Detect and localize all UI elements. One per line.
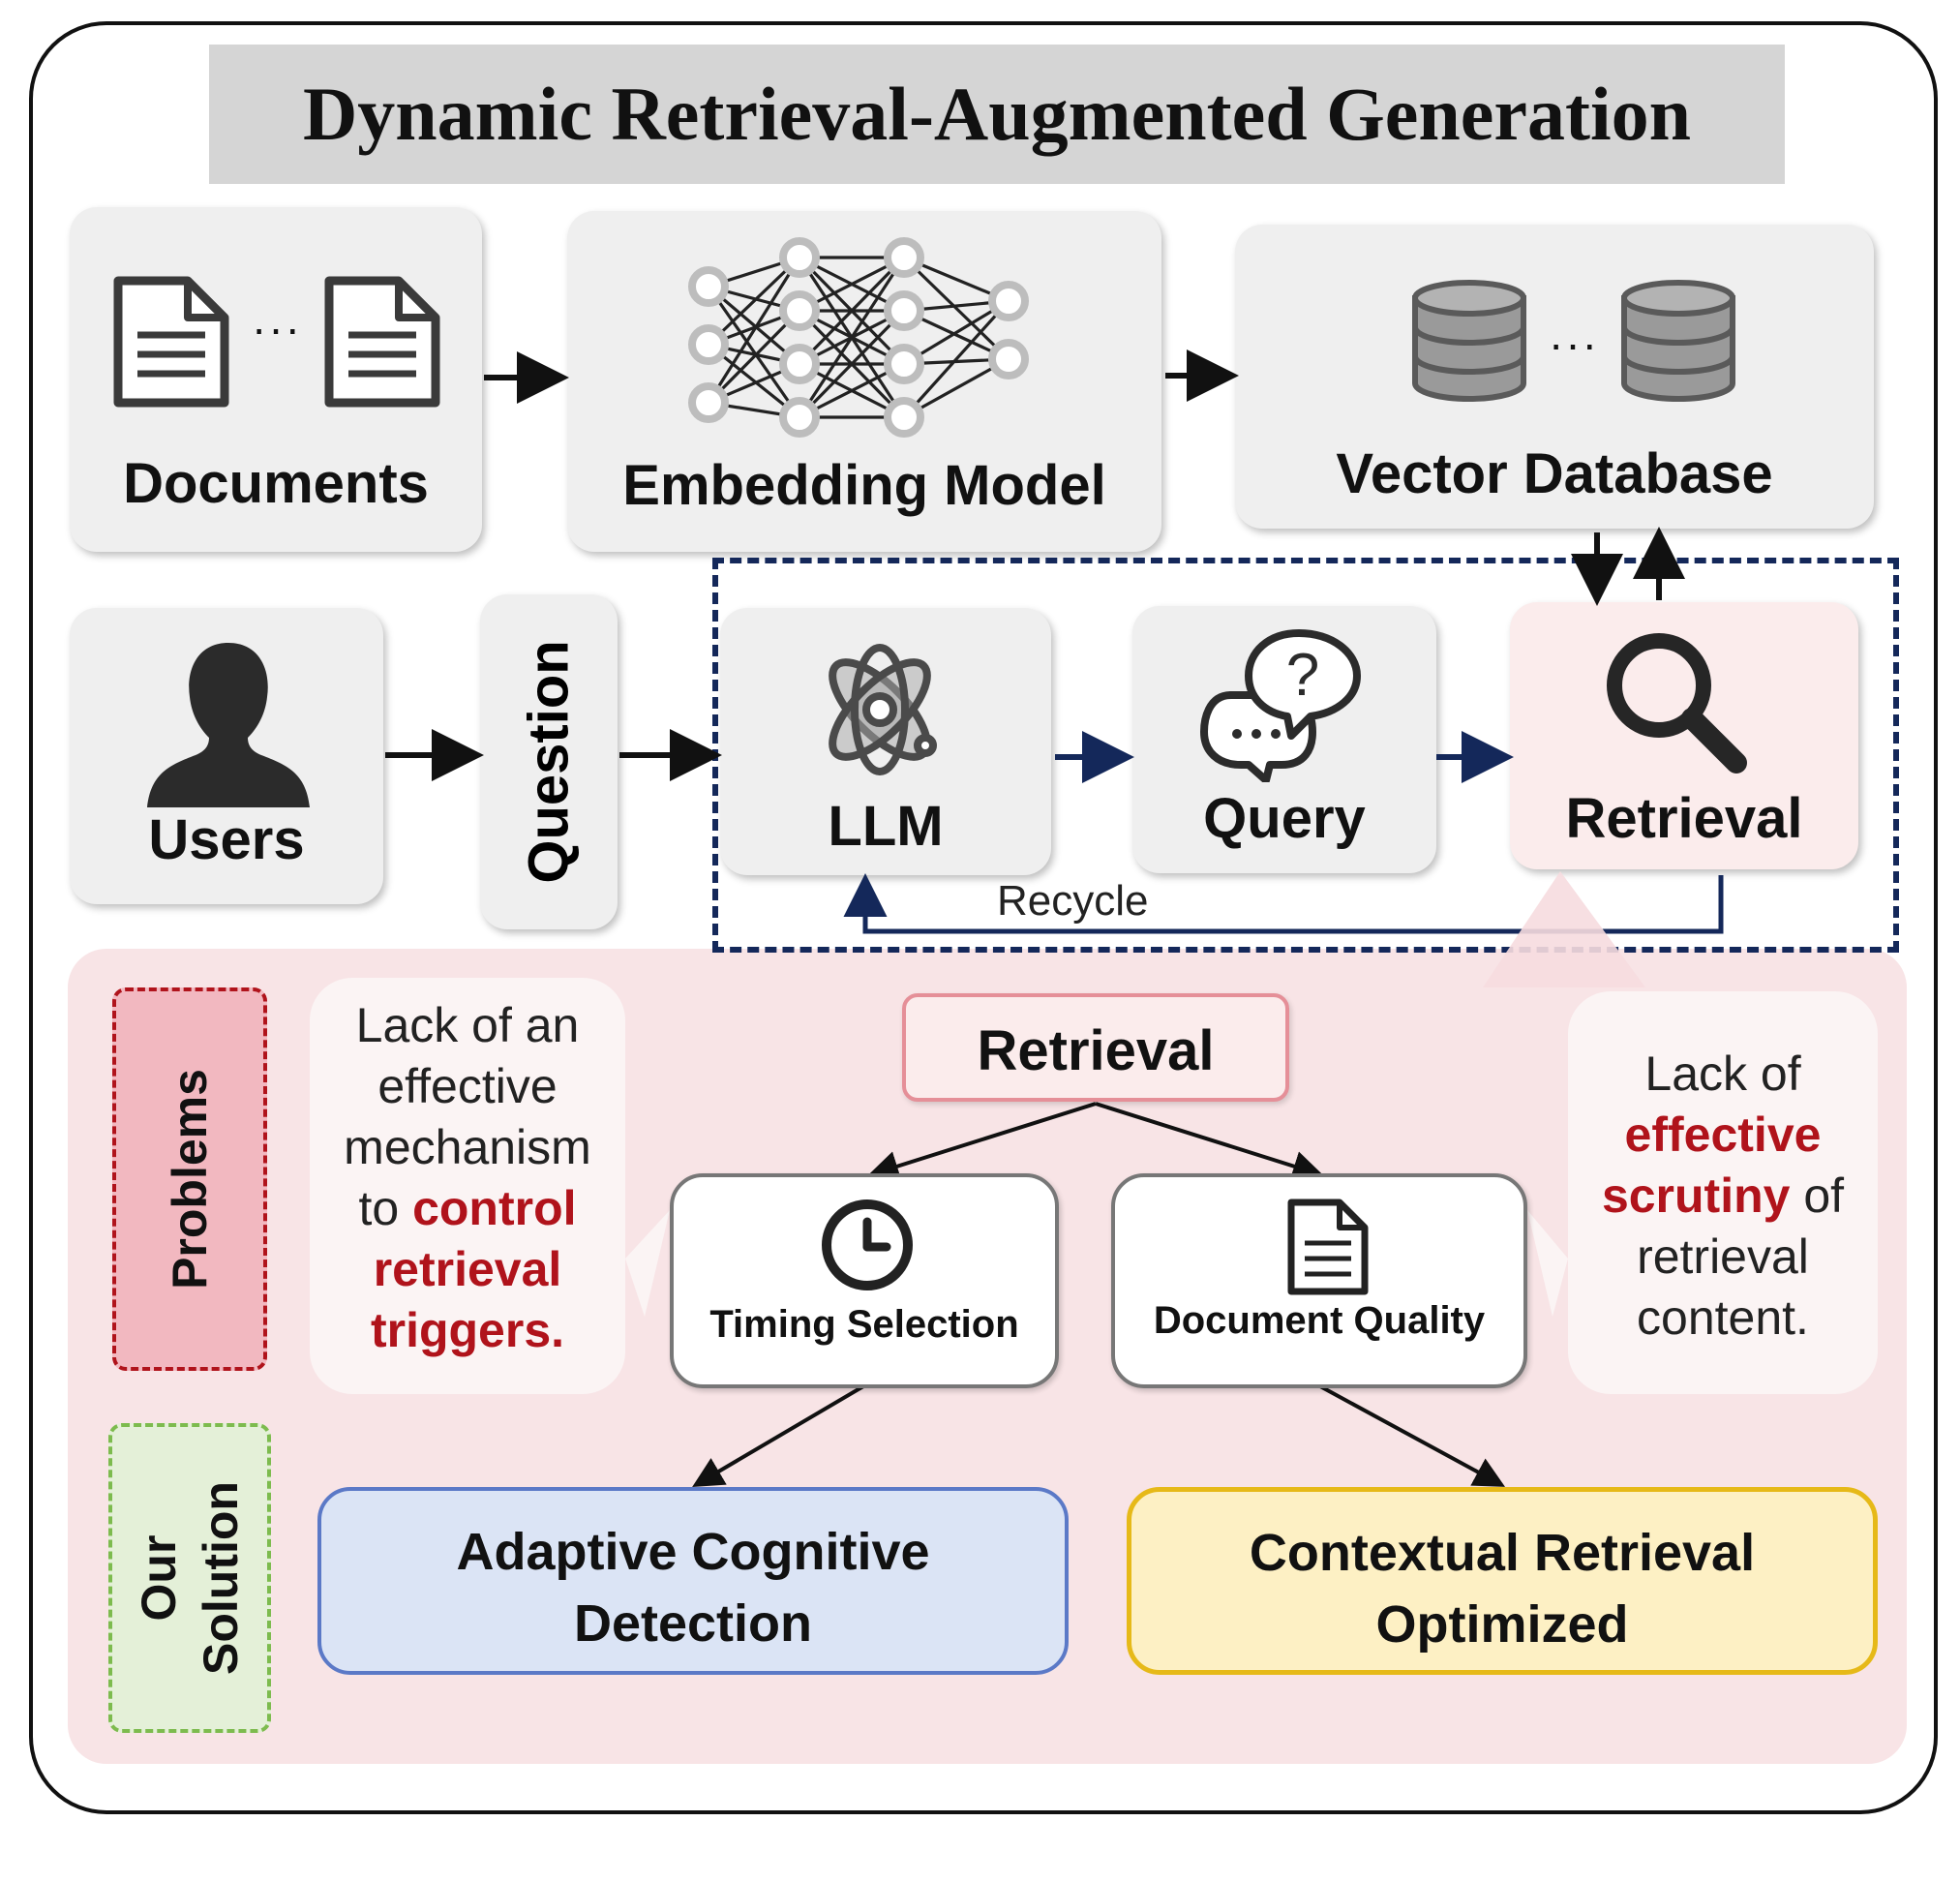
recycle-label: Recycle: [997, 877, 1149, 925]
documents-ellipsis: ···: [252, 303, 302, 353]
problem-right-line: content.: [1637, 1290, 1809, 1345]
llm-card: LLM: [720, 608, 1051, 875]
problem-bubble-left: Lack of an effective mechanism to contro…: [310, 978, 625, 1394]
solution-label-box: Our Solution: [108, 1423, 271, 1733]
problem-right-line: Lack of: [1644, 1047, 1801, 1101]
database-retrieval-exchange-arrows: [1571, 527, 1685, 606]
problem-left-line: mechanism: [344, 1120, 591, 1174]
neural-network-icon: [688, 237, 1029, 438]
adaptive-line: Detection: [573, 1594, 813, 1653]
magnifier-icon: [1607, 633, 1747, 774]
timing-selection-node: Timing Selection: [670, 1173, 1059, 1388]
solution-label: Our Solution: [128, 1481, 252, 1675]
problem-left-plain: to: [358, 1181, 413, 1235]
problem-bubble-right: Lack of effective scrutiny of retrieval …: [1568, 991, 1878, 1394]
document-quality-node: Document Quality: [1111, 1173, 1527, 1388]
contextual-retrieval-optimized-box: Contextual Retrieval Optimized: [1127, 1487, 1878, 1675]
retrieval-label: Retrieval: [1565, 787, 1803, 850]
recycle-loop-arrow: [843, 873, 1724, 934]
timing-selection-label: Timing Selection: [709, 1303, 1019, 1346]
problem-retrieval-label: Retrieval: [977, 1019, 1215, 1082]
document-icon: [1287, 1199, 1369, 1295]
problem-left-highlight: retrieval: [373, 1242, 562, 1296]
query-label: Query: [1203, 787, 1366, 850]
user-silhouette-icon: [147, 643, 310, 807]
problem-left-highlight: control: [412, 1181, 577, 1235]
contextual-line: Optimized: [1375, 1595, 1629, 1654]
problem-left-text: Lack of an effective mechanism to contro…: [310, 995, 625, 1361]
vector-database-card: ··· Vector Database: [1235, 225, 1874, 529]
contextual-line: Contextual Retrieval: [1249, 1524, 1756, 1582]
problem-right-line: retrieval: [1637, 1229, 1809, 1284]
database-icon: [1412, 280, 1526, 402]
users-card: Users: [70, 608, 383, 904]
document-quality-label: Document Quality: [1153, 1299, 1486, 1342]
document-icon: [324, 276, 440, 408]
embedding-model-label: Embedding Model: [622, 454, 1106, 517]
problems-label-box: Problems: [112, 987, 267, 1371]
documents-label: Documents: [123, 452, 429, 515]
retrieval-card: Retrieval: [1510, 602, 1858, 869]
solution-label-line: Solution: [194, 1481, 248, 1675]
clock-icon: [822, 1199, 913, 1290]
problem-right-text: Lack of effective scrutiny of retrieval …: [1568, 1044, 1878, 1349]
chat-question-icon: ?: [1200, 629, 1361, 782]
problem-left-line: Lack of an: [355, 998, 580, 1052]
problem-tree-arrows: [692, 1102, 1506, 1488]
documents-card: ··· Documents: [70, 207, 482, 552]
question-card: Question: [480, 594, 618, 929]
adaptive-cognitive-detection-box: Adaptive Cognitive Detection: [317, 1487, 1069, 1675]
problem-right-highlight: effective: [1624, 1108, 1822, 1162]
query-card: ? Query: [1132, 606, 1436, 873]
database-ellipsis: ···: [1549, 319, 1599, 369]
title-bar: Dynamic Retrieval-Augmented Generation: [209, 45, 1785, 184]
problem-right-plain: of: [1790, 1169, 1845, 1223]
atom-icon: [829, 644, 937, 775]
embedding-model-card: Embedding Model: [567, 211, 1161, 552]
problems-label: Problems: [163, 1069, 217, 1290]
problem-left-line: to control: [310, 1178, 625, 1239]
contextual-retrieval-optimized-label: Contextual Retrieval Optimized: [1131, 1517, 1873, 1660]
solution-label-line: Our: [132, 1534, 186, 1622]
llm-label: LLM: [828, 795, 944, 858]
database-icon: [1621, 280, 1735, 402]
document-icon: [113, 276, 229, 408]
problem-right-highlight: scrutiny: [1601, 1169, 1791, 1223]
svg-text:?: ?: [1286, 642, 1319, 709]
page-title: Dynamic Retrieval-Augmented Generation: [302, 72, 1692, 156]
retrieval-zoom-pointer: [1483, 871, 1645, 987]
users-label: Users: [148, 808, 305, 871]
adaptive-line: Adaptive Cognitive: [456, 1523, 930, 1581]
problem-left-highlight: triggers.: [370, 1303, 565, 1357]
bubble-pointers: [625, 1210, 1568, 1317]
problem-right-line: scrutiny of: [1568, 1166, 1878, 1227]
adaptive-cognitive-detection-label: Adaptive Cognitive Detection: [321, 1516, 1065, 1659]
problem-left-line: effective: [377, 1059, 558, 1113]
vector-database-label: Vector Database: [1336, 442, 1773, 505]
problem-retrieval-node: Retrieval: [902, 993, 1289, 1102]
